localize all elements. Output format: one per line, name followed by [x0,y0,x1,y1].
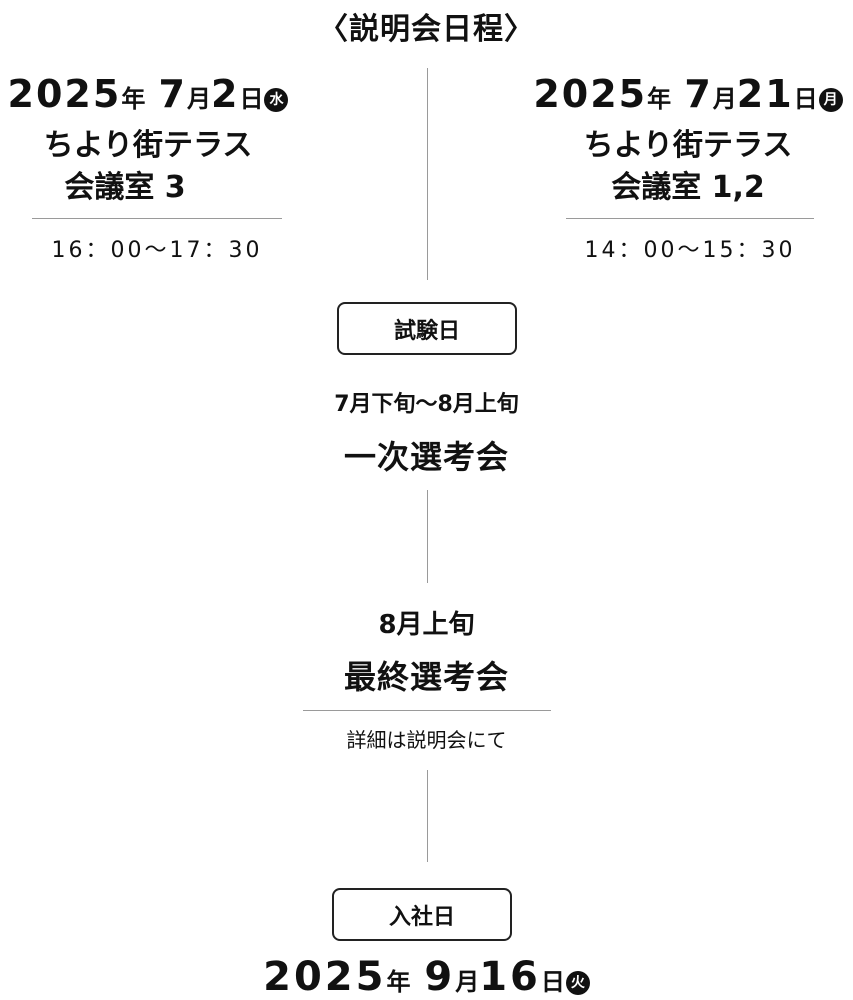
joining-month: 9 [424,954,456,1000]
session-2-time: 14：00～15：30 [584,238,796,263]
page-title: 〈説明会日程〉 [318,12,535,47]
joining-year: 2025 [263,954,387,1000]
session-1-day-unit: 日 [239,85,264,113]
session-2: 2025年 7月21日月 ちより街テラス 会議室 1,2 [528,74,848,209]
session-1-time: 16：00～17：30 [51,238,263,263]
session-2-year: 2025 [533,72,648,116]
joining-year-unit: 年 [386,968,411,996]
final-selection-divider [303,710,551,711]
session-1-weekday-badge: 水 [264,88,289,112]
session-1-year: 2025 [7,72,122,116]
first-selection-title: 一次選考会 [343,438,509,476]
session-2-venue-line1: ちより街テラス [583,128,793,163]
joining-day-unit: 日 [540,968,565,996]
final-selection-note: 詳細は説明会にて [346,728,507,752]
divider-line-first-final [427,490,428,583]
joining-weekday-badge: 火 [565,971,590,995]
session-1: 2025年 7月2日水 ちより街テラス 会議室 3 [0,74,308,209]
final-selection-title: 最終選考会 [343,658,509,696]
joining-date: 2025年 9月16日火 [0,954,853,1000]
first-selection-period: 7月下旬～8月上旬 [334,392,519,417]
session-1-date: 2025年 7月2日水 [0,74,308,119]
session-1-year-unit: 年 [121,85,146,113]
session-1-month-unit: 月 [187,85,211,113]
session-1-month: 7 [158,72,187,116]
session-1-venue-line2: 会議室 3 [64,170,186,205]
divider-line-final-join [427,770,428,862]
session-1-day: 2 [211,72,240,116]
joining-month-unit: 月 [455,968,480,996]
session-2-month-unit: 月 [712,85,737,113]
session-2-year-unit: 年 [647,85,672,113]
exam-date-label: 試験日 [337,302,517,355]
session-2-date: 2025年 7月21日月 [528,74,848,119]
session-2-day: 21 [736,72,794,116]
divider-line-sessions [427,68,428,280]
session-2-venue-line2: 会議室 1,2 [611,170,765,205]
session-2-weekday-badge: 月 [818,88,843,112]
session-1-divider [32,218,282,219]
final-selection-period: 8月上旬 [378,610,475,640]
session-2-month: 7 [684,72,713,116]
joining-day: 16 [479,954,541,1000]
joining-date-label: 入社日 [332,888,512,941]
session-2-day-unit: 日 [793,85,818,113]
session-1-venue-line1: ちより街テラス [43,128,253,163]
session-2-divider [566,218,814,219]
